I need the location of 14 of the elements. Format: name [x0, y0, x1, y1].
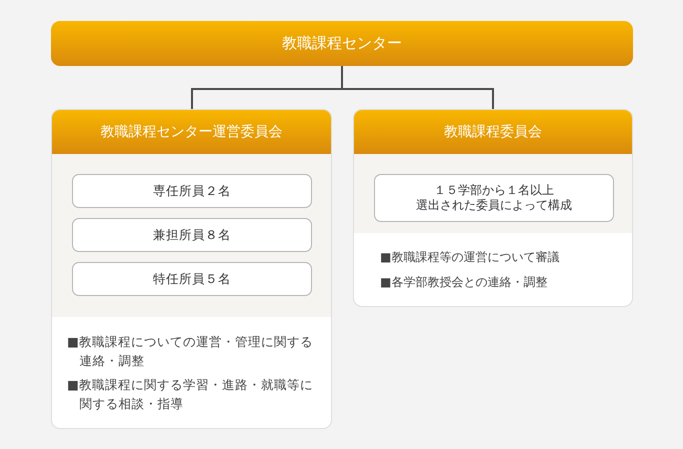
bullet-item: ■教職課程等の運営について審議	[380, 249, 560, 266]
member-box: 特任所員５名	[72, 262, 312, 296]
card-header: 教職課程センター運営委員会	[52, 110, 331, 154]
member-box: １５学部から１名以上選出された委員によって構成	[374, 174, 614, 222]
bullet-item: ■各学部教授会との連絡・調整	[380, 274, 548, 291]
connector-line	[341, 66, 494, 109]
org-box: 教職課程センター	[51, 21, 633, 66]
committee-card	[51, 109, 332, 429]
member-box: 専任所員２名	[72, 174, 312, 208]
committee-card	[353, 109, 633, 307]
bullet-item: ■教職課程についての運営・管理に関する連絡・調整	[67, 333, 314, 370]
member-box: 兼担所員８名	[72, 218, 312, 252]
card-header: 教職課程委員会	[354, 110, 632, 154]
bullet-item: ■教職課程に関する学習・進路・就職等に関する相談・指導	[67, 376, 314, 413]
